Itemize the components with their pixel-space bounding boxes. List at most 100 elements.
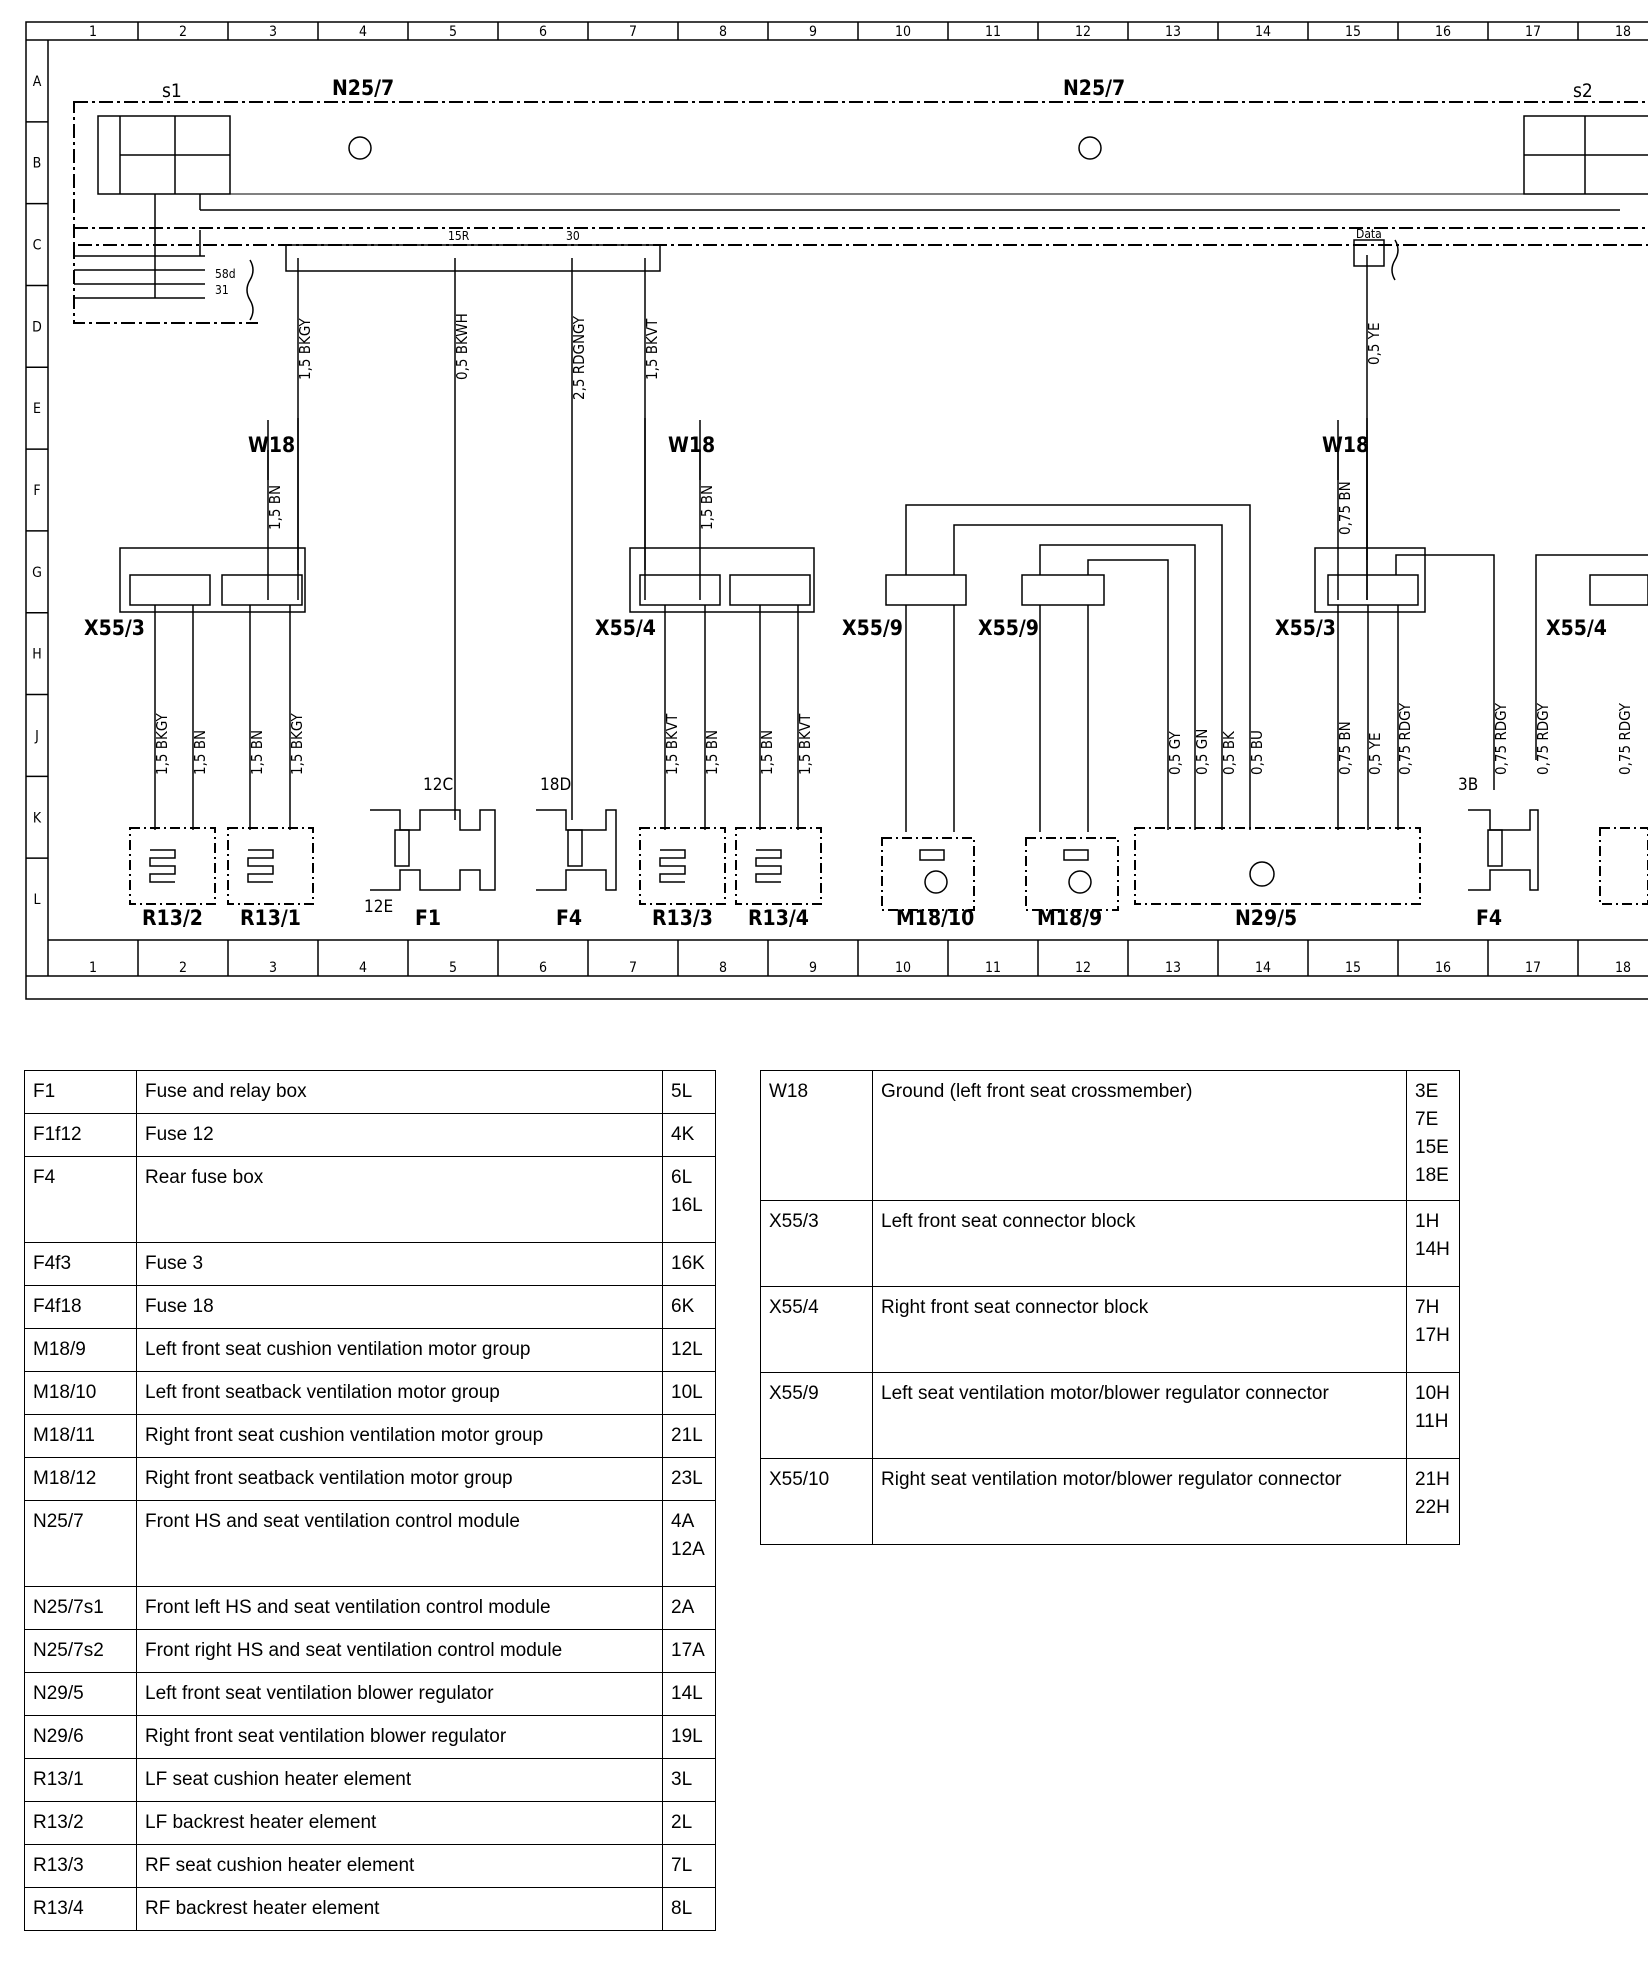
legend-location-value: 17A xyxy=(671,1640,705,1661)
grid-col-14-top: 14 xyxy=(1255,24,1271,40)
legend-location: 23L xyxy=(662,1457,716,1501)
label-x55-3-right: X55/3 xyxy=(1275,616,1336,640)
legend-description: Right front seatback ventilation motor g… xyxy=(136,1457,663,1501)
legend-code: X55/3 xyxy=(760,1200,873,1287)
legend-location: 6K xyxy=(662,1285,716,1329)
f4-right-fuse-box xyxy=(1468,809,1539,891)
legend-location: 3L xyxy=(662,1758,716,1802)
wire-label-b14: 0,5 YE xyxy=(1366,732,1384,775)
grid-row-H: H xyxy=(32,647,41,663)
wire-label-b11: 0,5 BK xyxy=(1220,730,1238,775)
legend-code: N29/5 xyxy=(24,1672,137,1716)
legend-description: Ground (left front seat crossmember) xyxy=(872,1070,1407,1201)
grid-row-F: F xyxy=(33,483,40,499)
grid-col-1-bottom: 1 xyxy=(89,960,97,976)
legend-location-value: 3L xyxy=(671,1769,693,1790)
grid-col-11-bottom: 11 xyxy=(985,960,1001,976)
legend-description: RF backrest heater element xyxy=(136,1887,663,1931)
wire-label-b6: 1,5 BN xyxy=(703,730,721,775)
legend-description: LF backrest heater element xyxy=(136,1801,663,1845)
legend-location-value: 18E xyxy=(1415,1165,1449,1186)
label-s1: s1 xyxy=(162,80,182,102)
legend-code: X55/9 xyxy=(760,1372,873,1459)
legend-location: 2A xyxy=(662,1586,716,1630)
legend-location-value: 23L xyxy=(671,1468,703,1489)
legend-description: Left front seatback ventilation motor gr… xyxy=(136,1371,663,1415)
legend-location-value: 5L xyxy=(671,1081,693,1102)
wire-label-b7: 1,5 BN xyxy=(758,730,776,775)
label-15r: 15R xyxy=(448,229,470,243)
grid-row-C: C xyxy=(33,238,42,254)
grid-col-4-top: 4 xyxy=(359,24,367,40)
legend-code: M18/11 xyxy=(24,1414,137,1458)
legend-code: X55/10 xyxy=(760,1458,873,1545)
legend-location-value: 12A xyxy=(671,1539,705,1560)
label-12c: 12C xyxy=(423,775,453,795)
label-f4-right: F4 xyxy=(1476,906,1502,930)
label-f4: F4 xyxy=(556,906,582,930)
grid-col-9-top: 9 xyxy=(809,24,817,40)
legend-code: F1f12 xyxy=(24,1113,137,1157)
legend-location-value: 7L xyxy=(671,1855,693,1876)
wire-label-b1: 1,5 BKGY xyxy=(153,712,171,775)
grid-col-13-top: 13 xyxy=(1165,24,1181,40)
wire-label-b8: 1,5 BKVT xyxy=(796,713,814,775)
grid-row-J: J xyxy=(34,728,39,744)
label-n25-7-left: N25/7 xyxy=(332,76,394,100)
grid-row-D: D xyxy=(32,319,42,335)
legend-location-value: 21H xyxy=(1415,1469,1450,1490)
wire-label-7: 1,5 BN xyxy=(698,485,716,530)
legend-code: R13/2 xyxy=(24,1801,137,1845)
legend-description: RF seat cushion heater element xyxy=(136,1844,663,1888)
x55-9-a-housing xyxy=(885,574,967,606)
grid-col-3-top: 3 xyxy=(269,24,277,40)
legend-location-value: 4K xyxy=(671,1124,695,1145)
legend-location-value: 16K xyxy=(671,1253,705,1274)
label-x55-9-b: X55/9 xyxy=(978,616,1039,640)
grid-col-16-top: 16 xyxy=(1435,24,1451,40)
legend-location-value: 16L xyxy=(671,1195,703,1216)
legend-description: Left front seat connector block xyxy=(872,1200,1407,1287)
grid-col-7-bottom: 7 xyxy=(629,960,637,976)
legend-description: Right front seat connector block xyxy=(872,1286,1407,1373)
f1-fuse-box xyxy=(370,809,496,891)
legend-location: 12L xyxy=(662,1328,716,1372)
grid-col-10-bottom: 10 xyxy=(895,960,911,976)
n29-5-regulator xyxy=(1134,827,1421,905)
legend-description: Right seat ventilation motor/blower regu… xyxy=(872,1458,1407,1545)
legend-description: Right front seat ventilation blower regu… xyxy=(136,1715,663,1759)
grid-col-15-top: 15 xyxy=(1345,24,1361,40)
legend-description: Front HS and seat ventilation control mo… xyxy=(136,1500,663,1587)
grid-col-1-top: 1 xyxy=(89,24,97,40)
grid-row-L: L xyxy=(33,892,40,908)
legend-location-value: 3E xyxy=(1415,1081,1439,1102)
legend-code: F4f3 xyxy=(24,1242,137,1286)
legend-location: 2L xyxy=(662,1801,716,1845)
grid-col-6-top: 6 xyxy=(539,24,547,40)
legend-location-value: 8L xyxy=(671,1898,693,1919)
label-r13-1: R13/1 xyxy=(240,906,301,930)
legend-code: R13/1 xyxy=(24,1758,137,1802)
legend-location-value: 11H xyxy=(1415,1411,1449,1432)
grid-col-7-top: 7 xyxy=(629,24,637,40)
label-data: Data xyxy=(1356,227,1382,241)
wire-label-b13: 0,75 BN xyxy=(1336,721,1354,775)
label-w18-c: W18 xyxy=(1322,433,1369,457)
r13-1-heater xyxy=(227,827,314,905)
wire-label-b12: 0,5 BU xyxy=(1248,730,1266,775)
grid-row-E: E xyxy=(33,401,41,417)
grid-col-9-bottom: 9 xyxy=(809,960,817,976)
